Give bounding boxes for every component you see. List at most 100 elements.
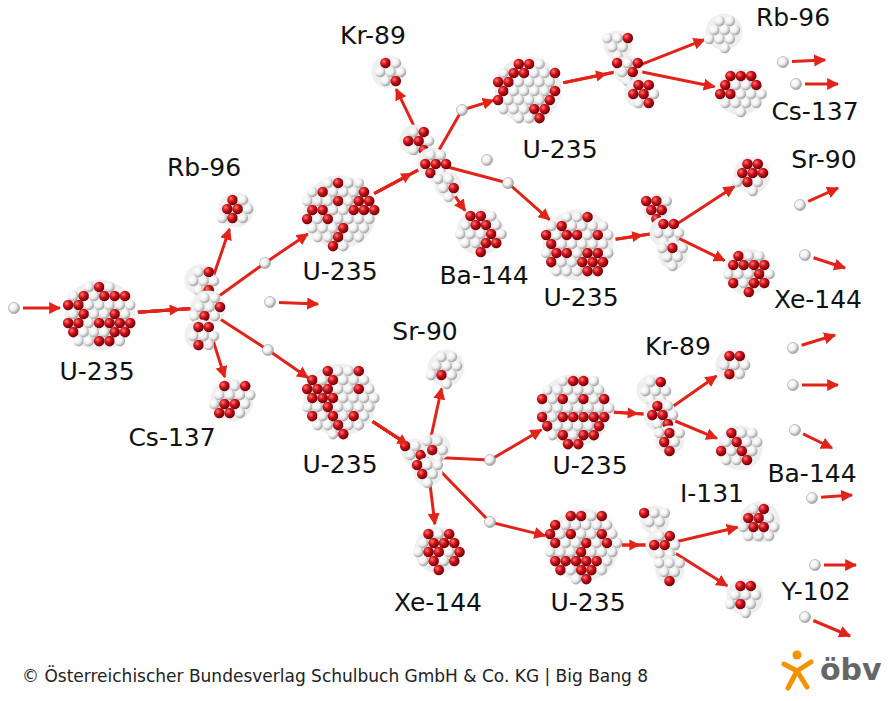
proton-ball xyxy=(578,376,589,387)
neutron-ball xyxy=(328,223,339,234)
proton-ball xyxy=(302,214,313,225)
proton-ball xyxy=(465,211,476,222)
neutron-ball xyxy=(323,196,334,207)
neutron-ball xyxy=(198,331,209,342)
nucleus: U-235 xyxy=(302,362,378,438)
proton-ball xyxy=(744,287,755,298)
nucleus-label: U-235 xyxy=(303,258,378,287)
neutron-ball xyxy=(120,309,131,320)
proton-ball xyxy=(581,538,592,549)
proton-ball xyxy=(550,556,561,567)
neutron-ball xyxy=(496,229,507,240)
neutron-ball xyxy=(740,590,751,601)
nucleus-image xyxy=(714,347,750,383)
proton-ball xyxy=(537,394,548,405)
neutron-ball xyxy=(194,302,205,313)
neutron-arrow xyxy=(805,83,838,86)
proton-ball xyxy=(568,412,579,423)
splitting-nucleus xyxy=(637,375,686,457)
proton-ball xyxy=(338,223,349,234)
neutron-ball xyxy=(343,196,354,207)
neutron-ball xyxy=(68,309,79,320)
nucleus-base xyxy=(547,509,620,582)
neutron-ball xyxy=(604,403,615,414)
neutron-ball xyxy=(567,221,578,232)
proton-ball xyxy=(551,248,562,259)
neutron-ball xyxy=(519,104,530,115)
nucleus-base xyxy=(65,280,136,351)
proton-ball xyxy=(391,76,402,87)
neutron-ball xyxy=(598,239,609,250)
neutron-ball xyxy=(359,411,370,422)
proton-ball xyxy=(449,538,460,549)
proton-ball xyxy=(724,369,735,380)
neutron-ball xyxy=(514,95,525,106)
neutron-ball xyxy=(436,150,447,161)
nucleus-label: Y-102 xyxy=(782,578,851,607)
neutron-ball xyxy=(210,311,221,322)
proton-ball xyxy=(444,529,455,540)
neutron-ball xyxy=(503,95,514,106)
neutron-ball xyxy=(204,302,215,313)
proton-ball xyxy=(566,529,577,540)
nucleus: Kr-89 xyxy=(714,347,750,383)
free-neutron xyxy=(457,105,468,116)
neutron-ball xyxy=(343,366,354,377)
proton-ball xyxy=(759,522,770,533)
neutron-ball xyxy=(89,327,100,338)
proton-ball xyxy=(725,71,736,82)
proton-ball xyxy=(724,351,735,362)
neutron-ball xyxy=(731,455,742,466)
free-neutron xyxy=(778,57,789,68)
neutron-ball xyxy=(188,331,199,342)
nucleus-label: Sr-90 xyxy=(791,146,856,175)
proton-ball xyxy=(759,278,770,289)
proton-ball xyxy=(232,204,243,215)
neutron-ball xyxy=(733,269,744,280)
neutron-ball xyxy=(438,183,449,194)
neutron-ball xyxy=(375,67,386,78)
neutron-ball xyxy=(769,522,780,533)
neutron-ball xyxy=(725,16,736,27)
neutron-ball xyxy=(744,269,755,280)
proton-ball xyxy=(307,375,318,386)
proton-ball xyxy=(514,59,525,70)
neutron-ball xyxy=(519,86,530,97)
neutron-ball xyxy=(235,408,246,419)
neutron-ball xyxy=(753,531,764,542)
neutron-ball xyxy=(678,243,689,254)
neutron-ball xyxy=(742,437,753,448)
neutron-ball xyxy=(572,266,583,277)
neutron-ball xyxy=(740,608,751,619)
neutron-ball xyxy=(312,232,323,243)
neutron-ball xyxy=(551,230,562,241)
proton-ball xyxy=(597,511,608,522)
nucleus-label: U-235 xyxy=(553,452,628,481)
reaction-arrow xyxy=(374,89,431,193)
neutron-ball xyxy=(730,80,741,91)
proton-ball xyxy=(441,159,452,170)
proton-ball xyxy=(240,381,251,392)
proton-ball xyxy=(664,576,675,587)
arrow-head xyxy=(629,540,640,551)
neutron-ball xyxy=(660,508,671,519)
neutron-ball xyxy=(427,469,438,480)
proton-ball xyxy=(737,446,748,457)
neutron-ball xyxy=(583,403,594,414)
proton-ball xyxy=(594,421,605,432)
neutron-ball xyxy=(385,67,396,78)
nucleus-label: Rb-96 xyxy=(756,4,830,33)
proton-ball xyxy=(659,437,670,448)
neutron-ball xyxy=(552,385,563,396)
proton-ball xyxy=(577,257,588,268)
neutron-ball xyxy=(721,455,732,466)
neutron-ball xyxy=(323,232,334,243)
nucleus: U-235 xyxy=(545,507,621,583)
proton-ball xyxy=(222,204,233,215)
neutron-ball xyxy=(675,428,686,439)
free-neutron xyxy=(791,79,802,90)
proton-ball xyxy=(669,219,680,230)
neutron-ball xyxy=(675,558,686,569)
neutron-ball xyxy=(571,520,582,531)
neutron-ball xyxy=(534,95,545,106)
